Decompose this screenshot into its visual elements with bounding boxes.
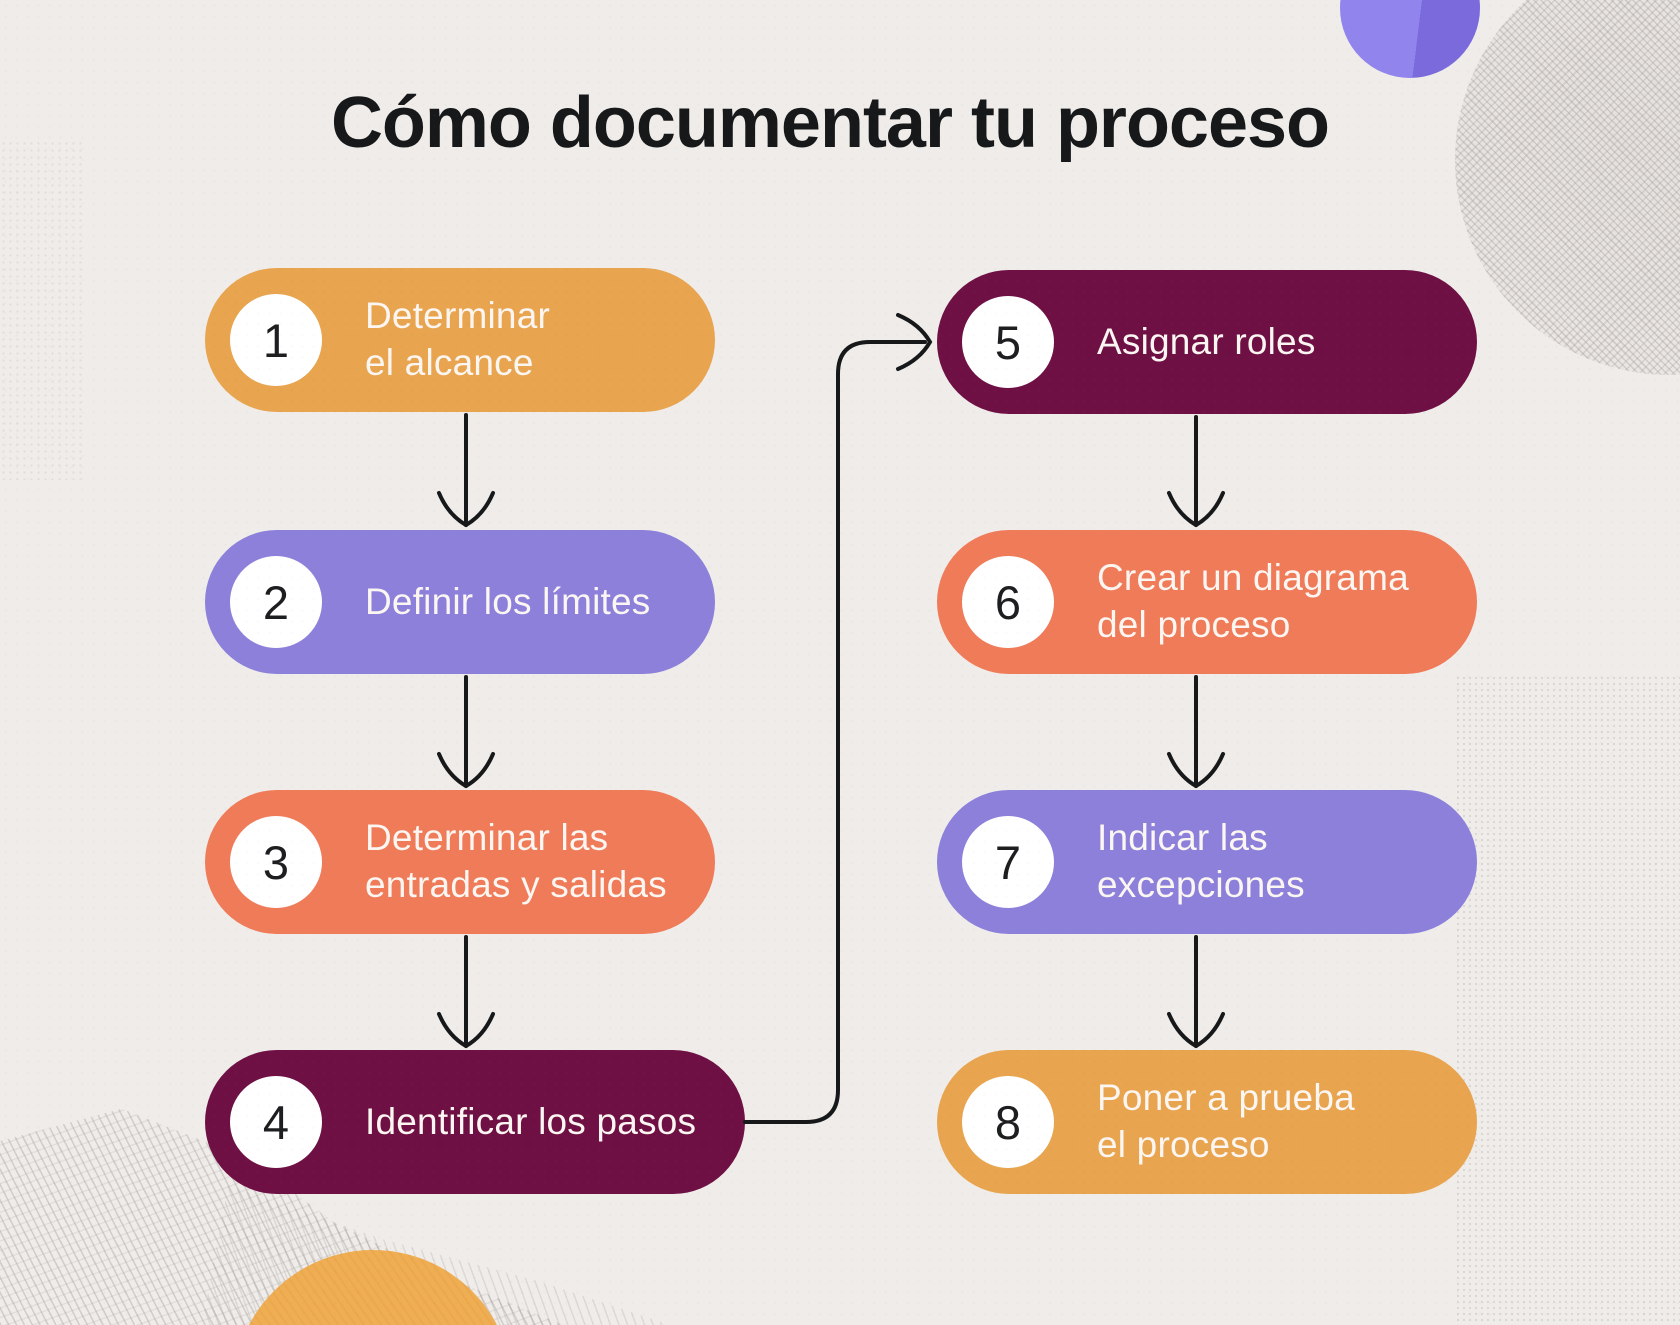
- step-pill-2: 2 Definir los límites: [205, 530, 715, 674]
- flow-arrow-3-4: [437, 935, 495, 1049]
- purple-circle-decoration: [1340, 0, 1480, 78]
- step-number-badge: 4: [230, 1076, 322, 1168]
- step-number: 2: [262, 575, 290, 629]
- step-pill-4: 4 Identificar los pasos: [205, 1050, 745, 1194]
- step-number: 1: [262, 313, 290, 367]
- step-label: Poner a prueba el proceso: [1097, 1077, 1355, 1165]
- flow-arrow-6-7: [1167, 675, 1225, 789]
- step-pill-6: 6 Crear un diagrama del proceso: [937, 530, 1477, 674]
- step-pill-7: 7 Indicar las excepciones: [937, 790, 1477, 934]
- step-number-badge: 5: [962, 296, 1054, 388]
- step-number-badge: 1: [230, 294, 322, 386]
- step-label: Crear un diagrama del proceso: [1097, 557, 1409, 645]
- step-number: 6: [994, 575, 1022, 629]
- connector-arrow-4-5: [743, 313, 933, 1124]
- step-label: Asignar roles: [1097, 320, 1316, 362]
- step-pill-3: 3 Determinar las entradas y salidas: [205, 790, 715, 934]
- step-number-badge: 6: [962, 556, 1054, 648]
- step-pill-8: 8 Poner a prueba el proceso: [937, 1050, 1477, 1194]
- step-pill-5: 5 Asignar roles: [937, 270, 1477, 414]
- orange-circle-decoration: [233, 1250, 513, 1325]
- step-number: 3: [262, 835, 290, 889]
- step-label: Determinar las entradas y salidas: [365, 817, 667, 905]
- step-label: Determinar el alcance: [365, 295, 550, 383]
- paper-texture-circle-decoration: [1455, 0, 1680, 375]
- step-number-badge: 2: [230, 556, 322, 648]
- flow-arrow-7-8: [1167, 935, 1225, 1049]
- step-pill-1: 1 Determinar el alcance: [205, 268, 715, 412]
- step-label: Indicar las excepciones: [1097, 817, 1305, 905]
- step-number-badge: 3: [230, 816, 322, 908]
- speckle-texture-decoration: [0, 140, 85, 480]
- flow-arrow-2-3: [437, 675, 495, 789]
- speckle-texture-decoration: [1455, 675, 1680, 1325]
- page-title: Cómo documentar tu proceso: [330, 83, 1330, 163]
- step-number-badge: 8: [962, 1076, 1054, 1168]
- step-label: Identificar los pasos: [365, 1100, 697, 1142]
- step-number-badge: 7: [962, 816, 1054, 908]
- step-number: 7: [994, 835, 1022, 889]
- step-number: 5: [994, 315, 1022, 369]
- flow-arrow-1-2: [437, 413, 495, 528]
- flow-arrow-5-6: [1167, 415, 1225, 528]
- step-number: 8: [994, 1095, 1022, 1149]
- step-label: Definir los límites: [365, 580, 651, 622]
- step-number: 4: [262, 1095, 290, 1149]
